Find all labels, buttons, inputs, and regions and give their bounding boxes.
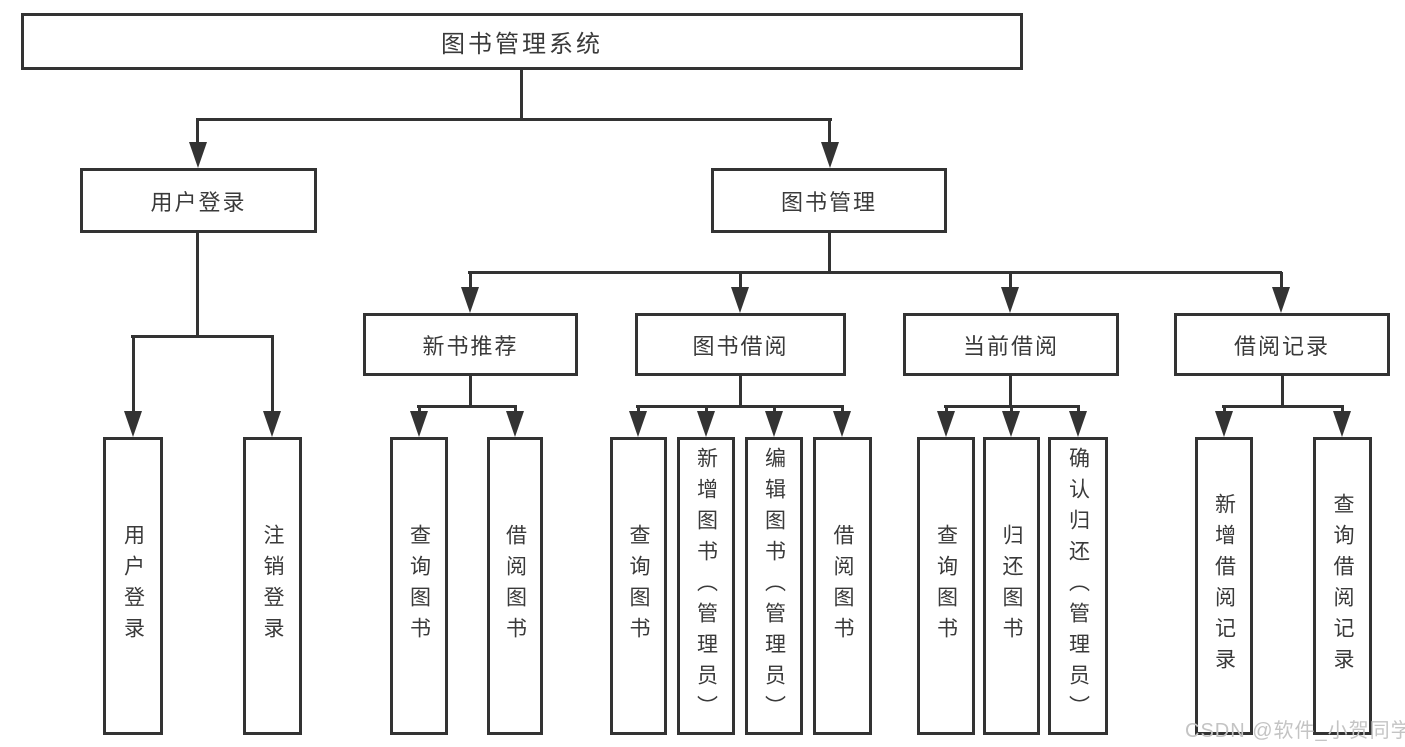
arrowhead [731,287,749,313]
arrowhead [189,142,207,168]
arrowhead [506,411,524,437]
connector-stem [945,406,948,412]
arrowhead [1001,287,1019,313]
connector-stem [196,119,199,146]
connector-rail [1222,405,1344,408]
connector-stem [637,406,640,412]
connector-mgmt-rail [468,271,1282,274]
arrowhead [697,411,715,437]
leaf-borrow-books: 借阅图书 [813,437,872,735]
arrowhead [1333,411,1351,437]
node-book-borrow: 图书借阅 [635,313,846,376]
arrowhead [1272,287,1290,313]
connector-stem [773,406,776,412]
leaf-query-borrow-record: 查询借阅记录 [1313,437,1372,735]
connector-stem [469,272,472,288]
arrowhead [1215,411,1233,437]
arrowhead [461,287,479,313]
connector-stem [132,336,135,412]
node-book-management: 图书管理 [711,168,947,233]
arrowhead [833,411,851,437]
connector-stem [739,272,742,288]
node-root: 图书管理系统 [21,13,1023,70]
connector-stem [1077,406,1080,412]
leaf-query-books-current: 查询图书 [917,437,975,735]
node-new-book-recommend: 新书推荐 [363,313,578,376]
node-user-login: 用户登录 [80,168,317,233]
watermark: CSDN @软件_小贺同学 [1185,720,1405,742]
connector-stem [1009,272,1012,288]
leaf-return-books: 归还图书 [983,437,1040,735]
leaf-add-borrow-record: 新增借阅记录 [1195,437,1253,735]
connector-stem [1223,406,1226,412]
connector-stub [196,233,199,336]
connector-stem [514,406,517,412]
connector-stub [828,233,831,272]
leaf-borrow-books-recommend: 借阅图书 [487,437,543,735]
leaf-edit-books-admin: 编辑图书（管理员） [745,437,803,735]
leaf-query-books-borrow: 查询图书 [610,437,667,735]
connector-stem [271,336,274,412]
node-current-borrow: 当前借阅 [903,313,1119,376]
connector-rail [636,405,844,408]
connector-stem [418,406,421,412]
connector-trunk [520,69,523,119]
arrowhead [765,411,783,437]
arrowhead [821,142,839,168]
leaf-confirm-return-admin: 确认归还（管理员） [1048,437,1108,735]
connector-stem [705,406,708,412]
arrowhead [937,411,955,437]
connector-stem [841,406,844,412]
connector-stem [1010,406,1013,412]
arrowhead [1069,411,1087,437]
connector-stub [469,376,472,406]
leaf-query-books-recommend: 查询图书 [390,437,448,735]
connector-stem [1280,272,1283,288]
arrowhead [1002,411,1020,437]
arrowhead [410,411,428,437]
leaf-user-login: 用户登录 [103,437,163,735]
connector-stem [1341,406,1344,412]
node-borrow-records: 借阅记录 [1174,313,1390,376]
leaf-add-books-admin: 新增图书（管理员） [677,437,735,735]
connector-level1-rail [196,118,832,121]
connector-stub [1009,376,1012,406]
arrowhead [263,411,281,437]
connector-stub [1281,376,1284,406]
connector-rail [417,405,517,408]
connector-stem [828,119,831,146]
leaf-logout: 注销登录 [243,437,302,735]
connector-user-rail [131,335,274,338]
arrowhead [629,411,647,437]
connector-stub [739,376,742,406]
arrowhead [124,411,142,437]
